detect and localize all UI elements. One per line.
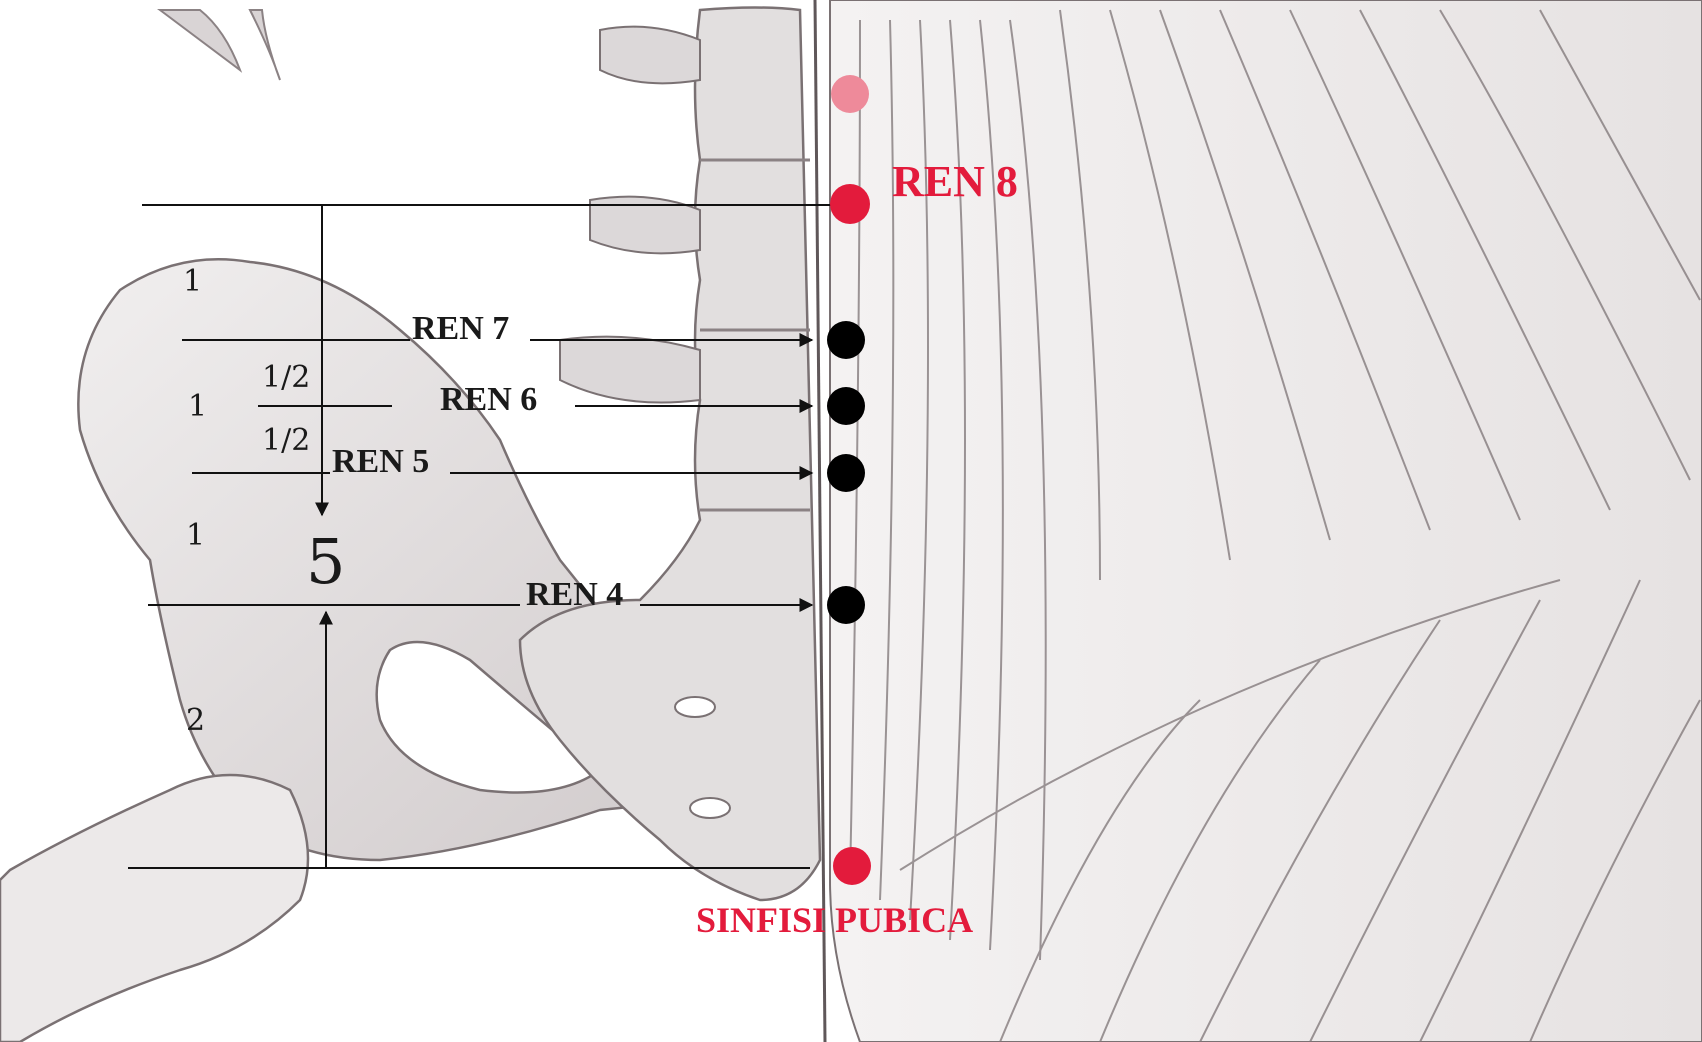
label-ren7: REN 7: [412, 310, 509, 347]
measure-seg-top: 1: [183, 264, 202, 299]
point-ren6: [827, 387, 865, 425]
measure-seg-mid: 1: [188, 389, 207, 424]
measure-half-lower: 1/2: [262, 423, 310, 458]
point-symphysis: [833, 847, 871, 885]
label-ren4: REN 4: [526, 576, 623, 613]
measure-half-upper: 1/2: [262, 360, 310, 395]
label-ren8: REN 8: [892, 157, 1018, 206]
point-ren4: [827, 586, 865, 624]
point-above-ren8: [831, 75, 869, 113]
measure-total: 5: [306, 525, 345, 598]
label-ren6: REN 6: [440, 381, 537, 418]
point-ren7: [827, 321, 865, 359]
femur: [0, 775, 308, 1042]
label-ren5: REN 5: [332, 443, 429, 480]
point-ren8: [830, 184, 870, 224]
point-ren5: [827, 454, 865, 492]
label-symphysis: SINFISI PUBICA: [696, 900, 973, 940]
measure-seg-third: 1: [186, 518, 205, 553]
measure-seg-bottom: 2: [186, 703, 205, 738]
